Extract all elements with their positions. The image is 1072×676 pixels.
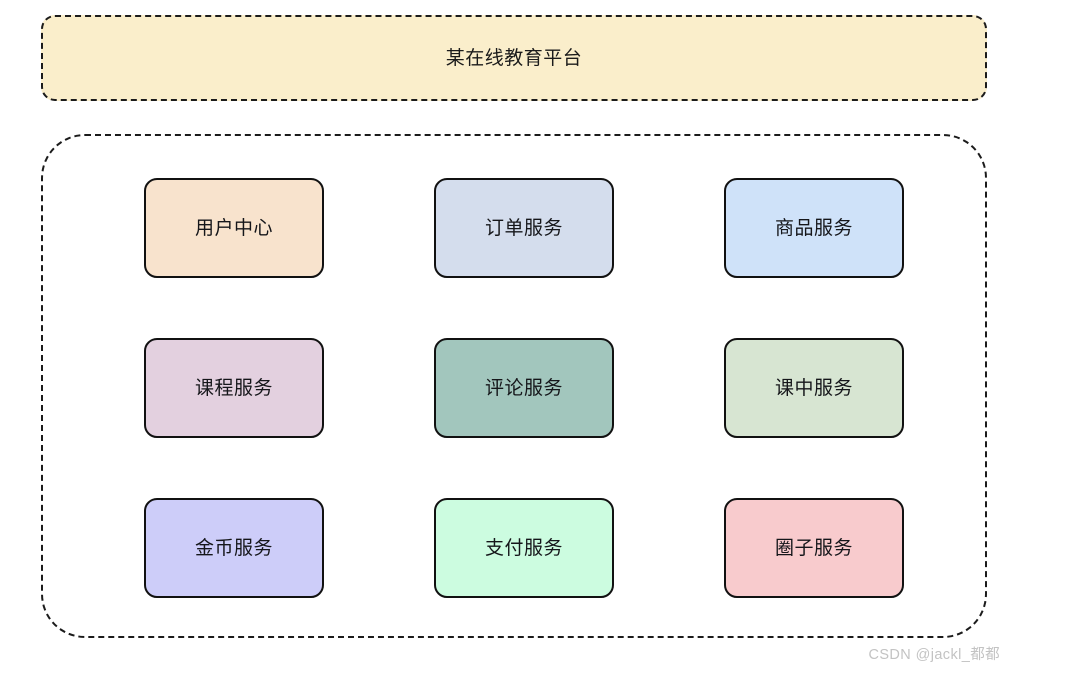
service-box[interactable]: 课中服务 <box>724 338 904 438</box>
service-label: 商品服务 <box>774 217 853 239</box>
service-box[interactable]: 评论服务 <box>434 338 614 438</box>
platform-banner: 某在线教育平台 <box>41 15 987 101</box>
service-box[interactable]: 圈子服务 <box>724 498 904 598</box>
service-box[interactable]: 用户中心 <box>144 178 324 278</box>
services-container: 用户中心 订单服务 商品服务课程服务 评论服务 课中服务金币服务 支付服务 圈子服务 <box>41 134 987 638</box>
service-box[interactable]: 商品服务 <box>724 178 904 278</box>
service-box[interactable]: 订单服务 <box>434 178 614 278</box>
service-box[interactable]: 支付服务 <box>434 498 614 598</box>
service-box[interactable]: 金币服务 <box>144 498 324 598</box>
watermark: CSDN @jackl_都都 <box>868 646 1000 663</box>
service-label: 圈子服务 <box>774 537 853 559</box>
service-label: 用户中心 <box>194 217 273 239</box>
service-label: 支付服务 <box>484 537 563 559</box>
service-label: 课中服务 <box>774 377 853 399</box>
service-grid: 用户中心 订单服务 商品服务课程服务 评论服务 课中服务金币服务 支付服务 圈子服务 <box>144 178 949 598</box>
service-label: 课程服务 <box>194 377 273 399</box>
service-box[interactable]: 课程服务 <box>144 338 324 438</box>
platform-title: 某在线教育平台 <box>445 47 583 69</box>
service-label: 订单服务 <box>484 217 563 239</box>
service-label: 金币服务 <box>194 537 273 559</box>
service-label: 评论服务 <box>484 377 563 399</box>
